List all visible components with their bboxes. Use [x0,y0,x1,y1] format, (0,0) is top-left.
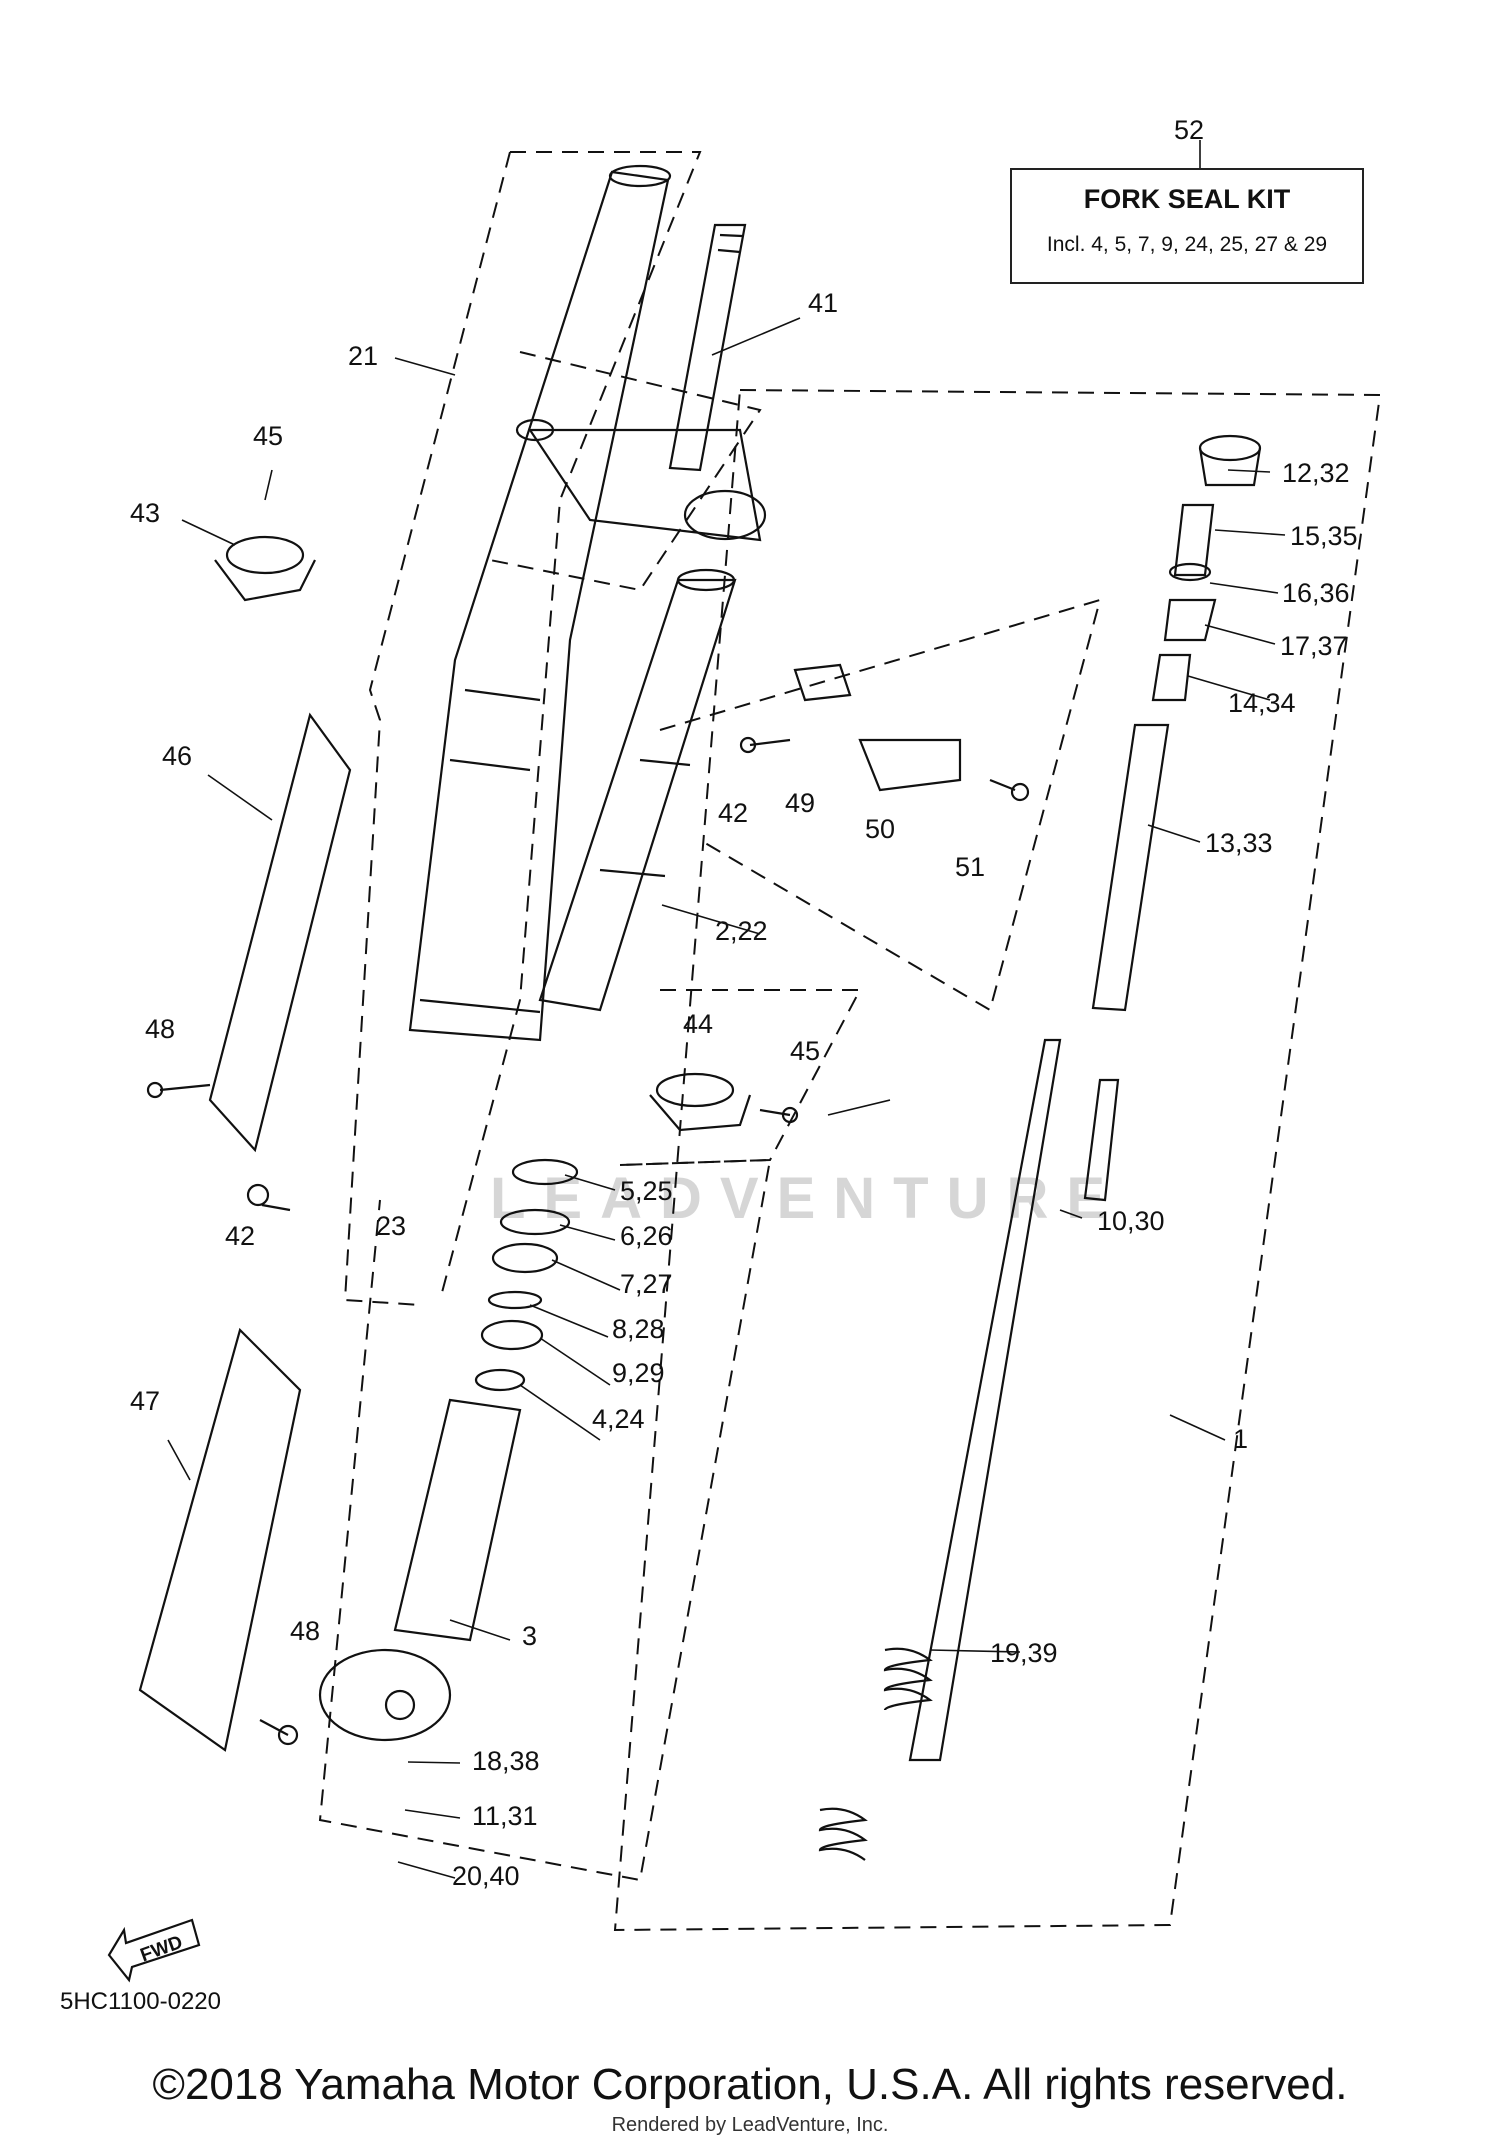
callout-48b: 48 [290,1616,320,1646]
callout-5-25: 5,25 [620,1176,673,1206]
callout-47: 47 [130,1386,160,1416]
watermark: LEADVENTURE [490,1166,1124,1231]
callout-42: 42 [718,798,748,828]
kit-title: FORK SEAL KIT [1083,184,1291,214]
kit-callout-number: 52 [1174,115,1205,145]
leader-lines [167,140,1286,1879]
callout-21: 21 [348,341,378,371]
callout-13-33: 13,33 [1205,828,1273,858]
seal-stack [474,1158,579,1392]
bolts [146,736,1030,1746]
rendered-by-credit: Rendered by LeadVenture, Inc. [611,2114,889,2136]
callout-15-35: 15,35 [1290,521,1358,551]
callout-16-36: 16,36 [1282,578,1350,608]
callout-46: 46 [162,741,192,771]
inner-tube [538,568,737,1012]
forward-arrow-icon: FWD [107,1918,201,1983]
callout-12-32: 12,32 [1282,458,1350,488]
callout-49: 49 [785,788,815,818]
callout-20-40: 20,40 [452,1861,520,1891]
kit-includes: Incl. 4, 5, 7, 9, 24, 25, 27 & 29 [1046,233,1328,256]
callout-18-38: 18,38 [472,1746,540,1776]
callout-48: 48 [145,1014,175,1044]
callout-23: 23 [376,1211,406,1241]
callout-2-22: 2,22 [715,916,768,946]
outer-tube [408,164,672,1042]
callout-labels: 41 21 45 43 12,32 15,35 16,36 17,37 14,3… [130,288,1358,1891]
callout-42b: 42 [225,1221,255,1251]
callout-14-34: 14,34 [1228,688,1296,718]
callout-8-28: 8,28 [612,1314,665,1344]
springs [818,1647,933,1861]
fork-guards [138,712,352,1752]
clamps [214,535,752,1132]
group-outlines [318,151,1382,1932]
diagram-code: 5HC1100-0220 [60,1988,222,2015]
callout-45b: 45 [790,1036,820,1066]
callout-6-26: 6,26 [620,1221,673,1251]
steering-stem [668,223,747,472]
callout-4-24: 4,24 [592,1404,645,1434]
triple-clamp [515,418,767,542]
callout-7-27: 7,27 [620,1269,673,1299]
callout-11-31: 11,31 [472,1801,538,1831]
callout-9-29: 9,29 [612,1358,665,1388]
callout-44: 44 [683,1009,713,1039]
callout-19-39: 19,39 [990,1638,1058,1668]
bracket-assy [793,663,962,792]
callout-10-30: 10,30 [1097,1206,1165,1236]
callout-51: 51 [955,852,985,882]
axle-bracket [318,1398,522,1742]
damper-rod [908,723,1170,1762]
callout-41: 41 [808,288,838,318]
callout-1: 1 [1233,1424,1248,1454]
callout-50: 50 [865,814,895,844]
copyright-notice: ©2018 Yamaha Motor Corporation, U.S.A. A… [152,2060,1348,2109]
callout-17-37: 17,37 [1280,631,1348,661]
fork-seal-kit-box: FORK SEAL KIT Incl. 4, 5, 7, 9, 24, 25, … [1010,168,1364,284]
cap-parts [1151,434,1262,702]
callout-45: 45 [253,421,283,451]
callout-3: 3 [522,1621,537,1651]
callout-43: 43 [130,498,160,528]
